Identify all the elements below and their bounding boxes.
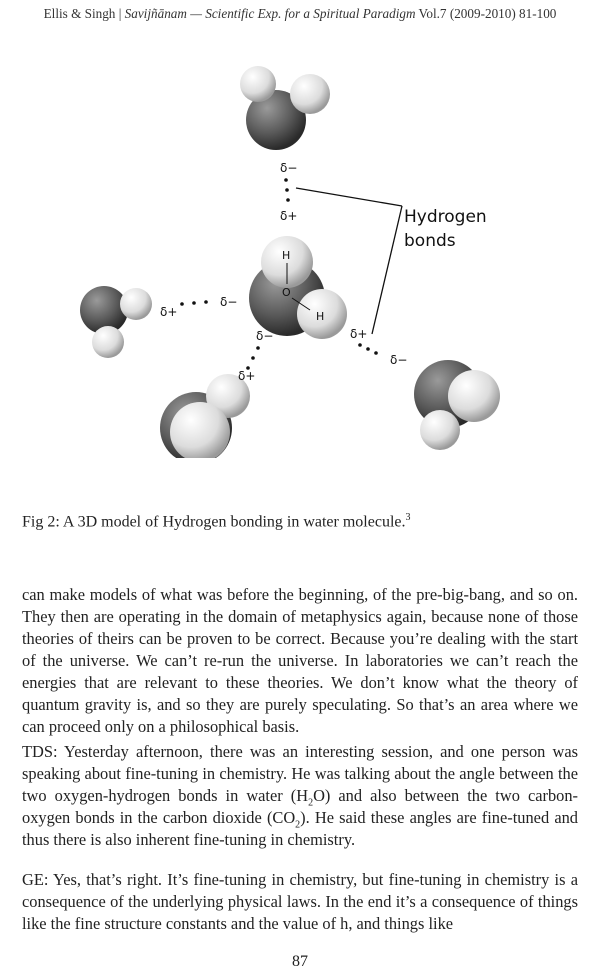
water-molecule-right [414, 360, 500, 450]
delta-plus-label: δ+ [350, 327, 367, 341]
hydrogen-atom [120, 288, 152, 320]
hydrogen-atom [261, 236, 313, 288]
caption-reference: 3 [405, 512, 411, 523]
water-molecule-left [80, 286, 152, 358]
water-molecule-center: H O H [249, 236, 347, 339]
hydrogen-atom [448, 370, 500, 422]
water-molecule-top [240, 66, 330, 150]
oh-bond-line [291, 297, 311, 311]
figure-caption: Fig 2: A 3D model of Hydrogen bonding in… [22, 512, 411, 531]
oxygen-atom [246, 90, 306, 150]
oxygen-atom [80, 286, 128, 334]
paragraph: can make models of what was before the b… [22, 585, 578, 736]
delta-minus-label: δ− [280, 161, 297, 175]
header-volume: Vol.7 (2009-2010) 81-100 [418, 6, 557, 21]
paragraph: TDS: Yesterday afternoon, there was an i… [22, 741, 578, 851]
callout-line [371, 205, 403, 335]
water-molecule-bottom [160, 374, 250, 458]
subscript: 2 [308, 797, 314, 809]
delta-minus-label: δ− [220, 295, 237, 309]
atom-label-h: H [316, 310, 324, 323]
hydrogen-bonds-label-2: bonds [404, 231, 456, 251]
hydrogen-bonds-label: Hydrogen [404, 207, 487, 227]
delta-plus-label: δ+ [280, 209, 297, 223]
hydrogen-atom [420, 410, 460, 450]
delta-minus-label: δ− [390, 353, 407, 367]
header-journal: Savijñānam — Scientific Exp. for a Spiri… [124, 6, 416, 21]
hydrogen-atom [92, 326, 124, 358]
callout-line [295, 187, 403, 207]
paragraph-text: O) and also between the two carbon-oxyge… [22, 786, 578, 827]
hydrogen-bond-figure: H O H δ− δ+ δ+ δ− δ− δ+ δ+ δ− Hydrogen b… [80, 66, 500, 458]
header-authors: Ellis & Singh [43, 6, 116, 21]
delta-minus-label: δ− [256, 329, 273, 343]
hydrogen-atom [206, 374, 250, 418]
hydrogen-atom [170, 402, 230, 458]
subscript: 2 [295, 819, 301, 831]
paragraph-text: ). He said these angles are fine-tuned a… [22, 808, 578, 849]
delta-plus-label: δ+ [238, 369, 255, 383]
page-number: 87 [292, 953, 308, 970]
hydrogen-atom [297, 289, 347, 339]
running-header: Ellis & Singh | Savijñānam — Scientific … [0, 6, 600, 22]
header-separator: | [118, 6, 122, 21]
paragraph-text: TDS: Yesterday afternoon, there was an i… [22, 742, 578, 805]
caption-text: Fig 2: A 3D model of Hydrogen bonding in… [22, 513, 406, 531]
atom-label-h: H [282, 249, 290, 262]
hydrogen-bond-dots [180, 178, 378, 370]
paragraph: GE: Yes, that’s right. It’s fine-tuning … [22, 870, 578, 933]
delta-plus-label: δ+ [160, 305, 177, 319]
hydrogen-atom [240, 66, 276, 102]
atom-label-o: O [282, 286, 291, 299]
hydrogen-atom [290, 74, 330, 114]
